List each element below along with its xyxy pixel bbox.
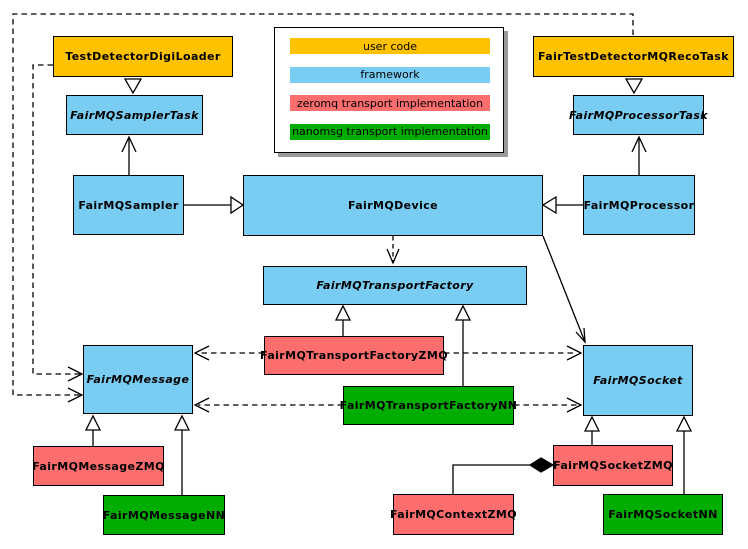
class-label: FairMQMessageZMQ: [32, 459, 165, 473]
class-label: FairMQMessage: [86, 373, 190, 386]
edge-socketnn-socket: [675, 415, 693, 494]
legend-label: framework: [360, 68, 420, 82]
legend-label: nanomsg transport implementation: [292, 125, 488, 139]
edge-recotask-processortask: [624, 78, 644, 95]
class-label: FairMQSamplerTask: [70, 108, 199, 122]
class-box-fairmq-message-nn: FairMQMessageNN: [103, 495, 225, 535]
class-box-fairmq-socket-nn: FairMQSocketNN: [603, 494, 723, 535]
class-label: FairMQTransportFactoryNN: [339, 399, 518, 412]
legend-label: user code: [362, 39, 418, 53]
class-box-fairmq-socket-zmq: FairMQSocketZMQ: [553, 445, 673, 486]
class-box-fairmq-socket: FairMQSocket: [583, 345, 693, 416]
edge-sampler-device: [184, 195, 245, 215]
class-label: FairMQSocket: [593, 374, 683, 387]
class-box-test-detector-digi-loader: TestDetectorDigiLoader: [53, 36, 233, 77]
edge-messagezmq-message: [84, 414, 102, 446]
edge-tfzmq-message-dashed: [193, 345, 264, 361]
class-box-fair-test-detector-mq-reco-task: FairTestDetectorMQRecoTask: [533, 36, 734, 77]
edge-recotask-message-dashed: [12, 13, 634, 403]
class-box-fairmq-transport-factory: FairMQTransportFactory: [263, 266, 527, 305]
class-label: FairMQSocketZMQ: [553, 459, 673, 472]
legend-swatch-nanomsg: nanomsg transport implementation: [290, 123, 490, 140]
edge-device-transportfactory-dashed: [386, 236, 400, 265]
edge-tfnn-transportfactory: [454, 304, 472, 386]
class-label: FairMQMessageNN: [102, 508, 226, 522]
class-label: FairMQContextZMQ: [390, 508, 517, 521]
class-box-fairmq-sampler: FairMQSampler: [73, 175, 184, 235]
class-label: FairTestDetectorMQRecoTask: [538, 50, 729, 63]
edge-tfnn-socket-dashed: [514, 397, 583, 413]
legend: user code framework zeromq transport imp…: [274, 27, 504, 153]
legend-swatch-user-code: user code: [290, 38, 490, 54]
class-box-fairmq-transport-factory-nn: FairMQTransportFactoryNN: [340, 386, 517, 425]
class-box-fairmq-transport-factory-zmq: FairMQTransportFactoryZMQ: [260, 336, 448, 375]
class-label: FairMQSocketNN: [608, 508, 718, 521]
edge-contextzmq-socketzmq-composition: [452, 457, 555, 494]
class-label: FairMQTransportFactoryZMQ: [260, 349, 448, 362]
legend-label: zeromq transport implementation: [296, 96, 484, 110]
edge-tfnn-message-dashed: [193, 397, 343, 413]
class-box-fairmq-message-zmq: FairMQMessageZMQ: [32, 446, 165, 486]
class-label: FairMQProcessorTask: [569, 108, 709, 122]
legend-swatch-framework: framework: [290, 66, 490, 83]
class-label: TestDetectorDigiLoader: [65, 50, 221, 63]
edge-processor-device: [541, 195, 583, 215]
class-label: FairMQSampler: [78, 198, 179, 212]
class-box-fairmq-processor-task: FairMQProcessorTask: [569, 95, 708, 135]
class-box-fairmq-context-zmq: FairMQContextZMQ: [390, 494, 517, 535]
legend-swatch-zeromq: zeromq transport implementation: [290, 95, 490, 112]
edge-tfzmq-socket-dashed: [444, 345, 583, 361]
class-box-fairmq-sampler-task: FairMQSamplerTask: [66, 95, 203, 135]
edge-tfzmq-transportfactory: [334, 304, 352, 336]
edge-digiloader-samplertask: [123, 78, 143, 95]
edge-messagenn-message: [173, 414, 191, 495]
class-box-fairmq-device: FairMQDevice: [243, 175, 543, 236]
edge-device-socket: [542, 235, 586, 344]
class-box-fairmq-message: FairMQMessage: [83, 345, 193, 414]
edge-processor-processortask: [631, 135, 647, 175]
edge-digiloader-message-dashed: [32, 64, 84, 382]
class-box-fairmq-processor: FairMQProcessor: [583, 175, 695, 235]
edge-socketzmq-socket: [583, 415, 601, 445]
edge-sampler-samplertask: [121, 135, 137, 175]
class-label: FairMQTransportFactory: [316, 279, 474, 292]
class-label: FairMQProcessor: [583, 198, 695, 212]
class-label: FairMQDevice: [347, 199, 439, 212]
